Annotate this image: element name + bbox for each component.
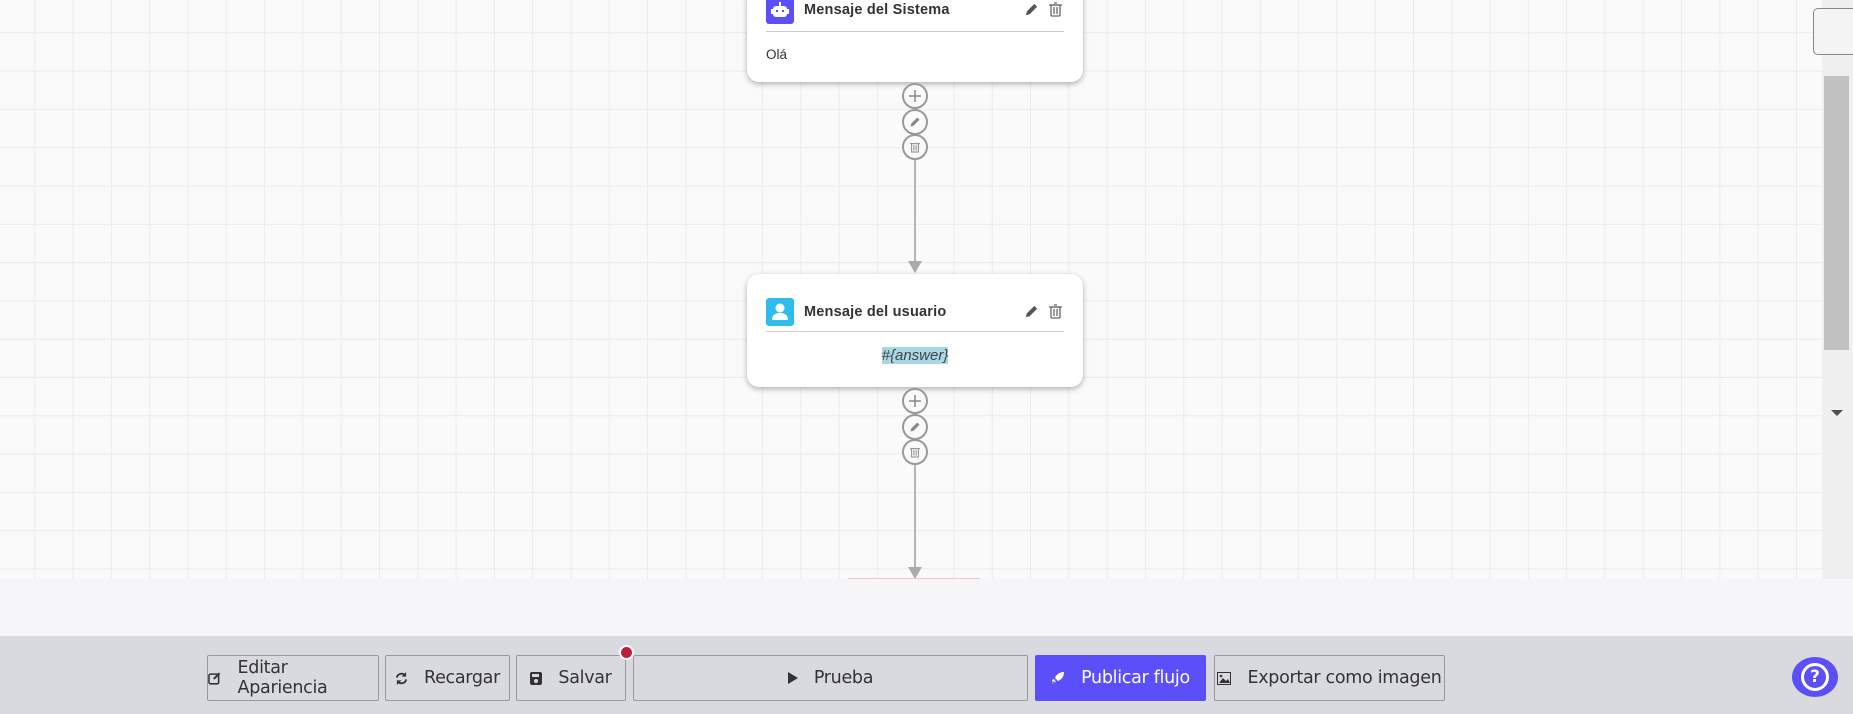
- node-title: Mensaje del Sistema: [804, 1, 950, 18]
- edit-connection-button[interactable]: [902, 109, 928, 135]
- pencil-icon[interactable]: [1022, 303, 1040, 321]
- node-title: Mensaje del usuario: [804, 303, 947, 320]
- delete-connection-button[interactable]: [902, 439, 928, 465]
- delete-connection-button[interactable]: [902, 134, 928, 160]
- trash-icon[interactable]: [1046, 1, 1064, 19]
- refresh-icon: [395, 671, 408, 685]
- export-image-button[interactable]: Exportar como imagen: [1214, 655, 1445, 701]
- system-message-node[interactable]: Mensaje del Sistema Olá: [747, 0, 1083, 82]
- add-node-button[interactable]: [902, 83, 928, 109]
- next-node-edge: [848, 578, 980, 579]
- question-icon: ?: [1801, 663, 1829, 691]
- node-content: Olá: [766, 47, 788, 62]
- edit-appearance-label: Editar Apariencia: [237, 658, 328, 698]
- pencil-icon[interactable]: [1022, 1, 1040, 19]
- play-icon: [787, 672, 798, 684]
- scroll-down-arrow[interactable]: [1831, 410, 1843, 416]
- test-button[interactable]: Prueba: [633, 655, 1028, 701]
- reload-label: Recargar: [424, 668, 500, 688]
- arrow-head: [908, 261, 922, 273]
- export-image-label: Exportar como imagen: [1247, 668, 1442, 688]
- add-node-button[interactable]: [902, 388, 928, 414]
- flow-canvas[interactable]: Mensaje del Sistema Olá Mensaje del usua…: [0, 0, 1822, 579]
- vertical-scrollbar[interactable]: [1822, 0, 1853, 579]
- save-button[interactable]: Salvar: [516, 655, 626, 701]
- scrollbar-thumb[interactable]: [1824, 76, 1849, 350]
- connector-line: [914, 160, 916, 262]
- publish-flow-label: Publicar flujo: [1081, 668, 1190, 688]
- help-button[interactable]: ?: [1792, 657, 1838, 697]
- edit-appearance-button[interactable]: Editar Apariencia: [207, 655, 379, 701]
- reload-button[interactable]: Recargar: [385, 655, 510, 701]
- node-content: #{answer}: [881, 347, 949, 364]
- connector-line: [914, 465, 916, 569]
- robot-icon: [766, 0, 794, 24]
- arrow-head: [908, 567, 922, 579]
- minimap-panel[interactable]: [1813, 8, 1853, 55]
- edit-connection-button[interactable]: [902, 414, 928, 440]
- bottom-toolbar: Editar Apariencia Recargar Salvar Prueba…: [0, 636, 1853, 714]
- publish-flow-button[interactable]: Publicar flujo: [1035, 655, 1206, 701]
- rocket-icon: [1052, 672, 1065, 684]
- trash-icon[interactable]: [1046, 303, 1064, 321]
- save-icon: [530, 671, 543, 685]
- image-icon: [1217, 671, 1232, 685]
- edit-icon: [208, 672, 221, 685]
- unsaved-changes-indicator: [619, 645, 634, 660]
- user-icon: [766, 297, 794, 326]
- user-message-node[interactable]: Mensaje del usuario #{answer}: [747, 274, 1083, 387]
- save-label: Salvar: [558, 668, 612, 688]
- test-label: Prueba: [813, 668, 874, 688]
